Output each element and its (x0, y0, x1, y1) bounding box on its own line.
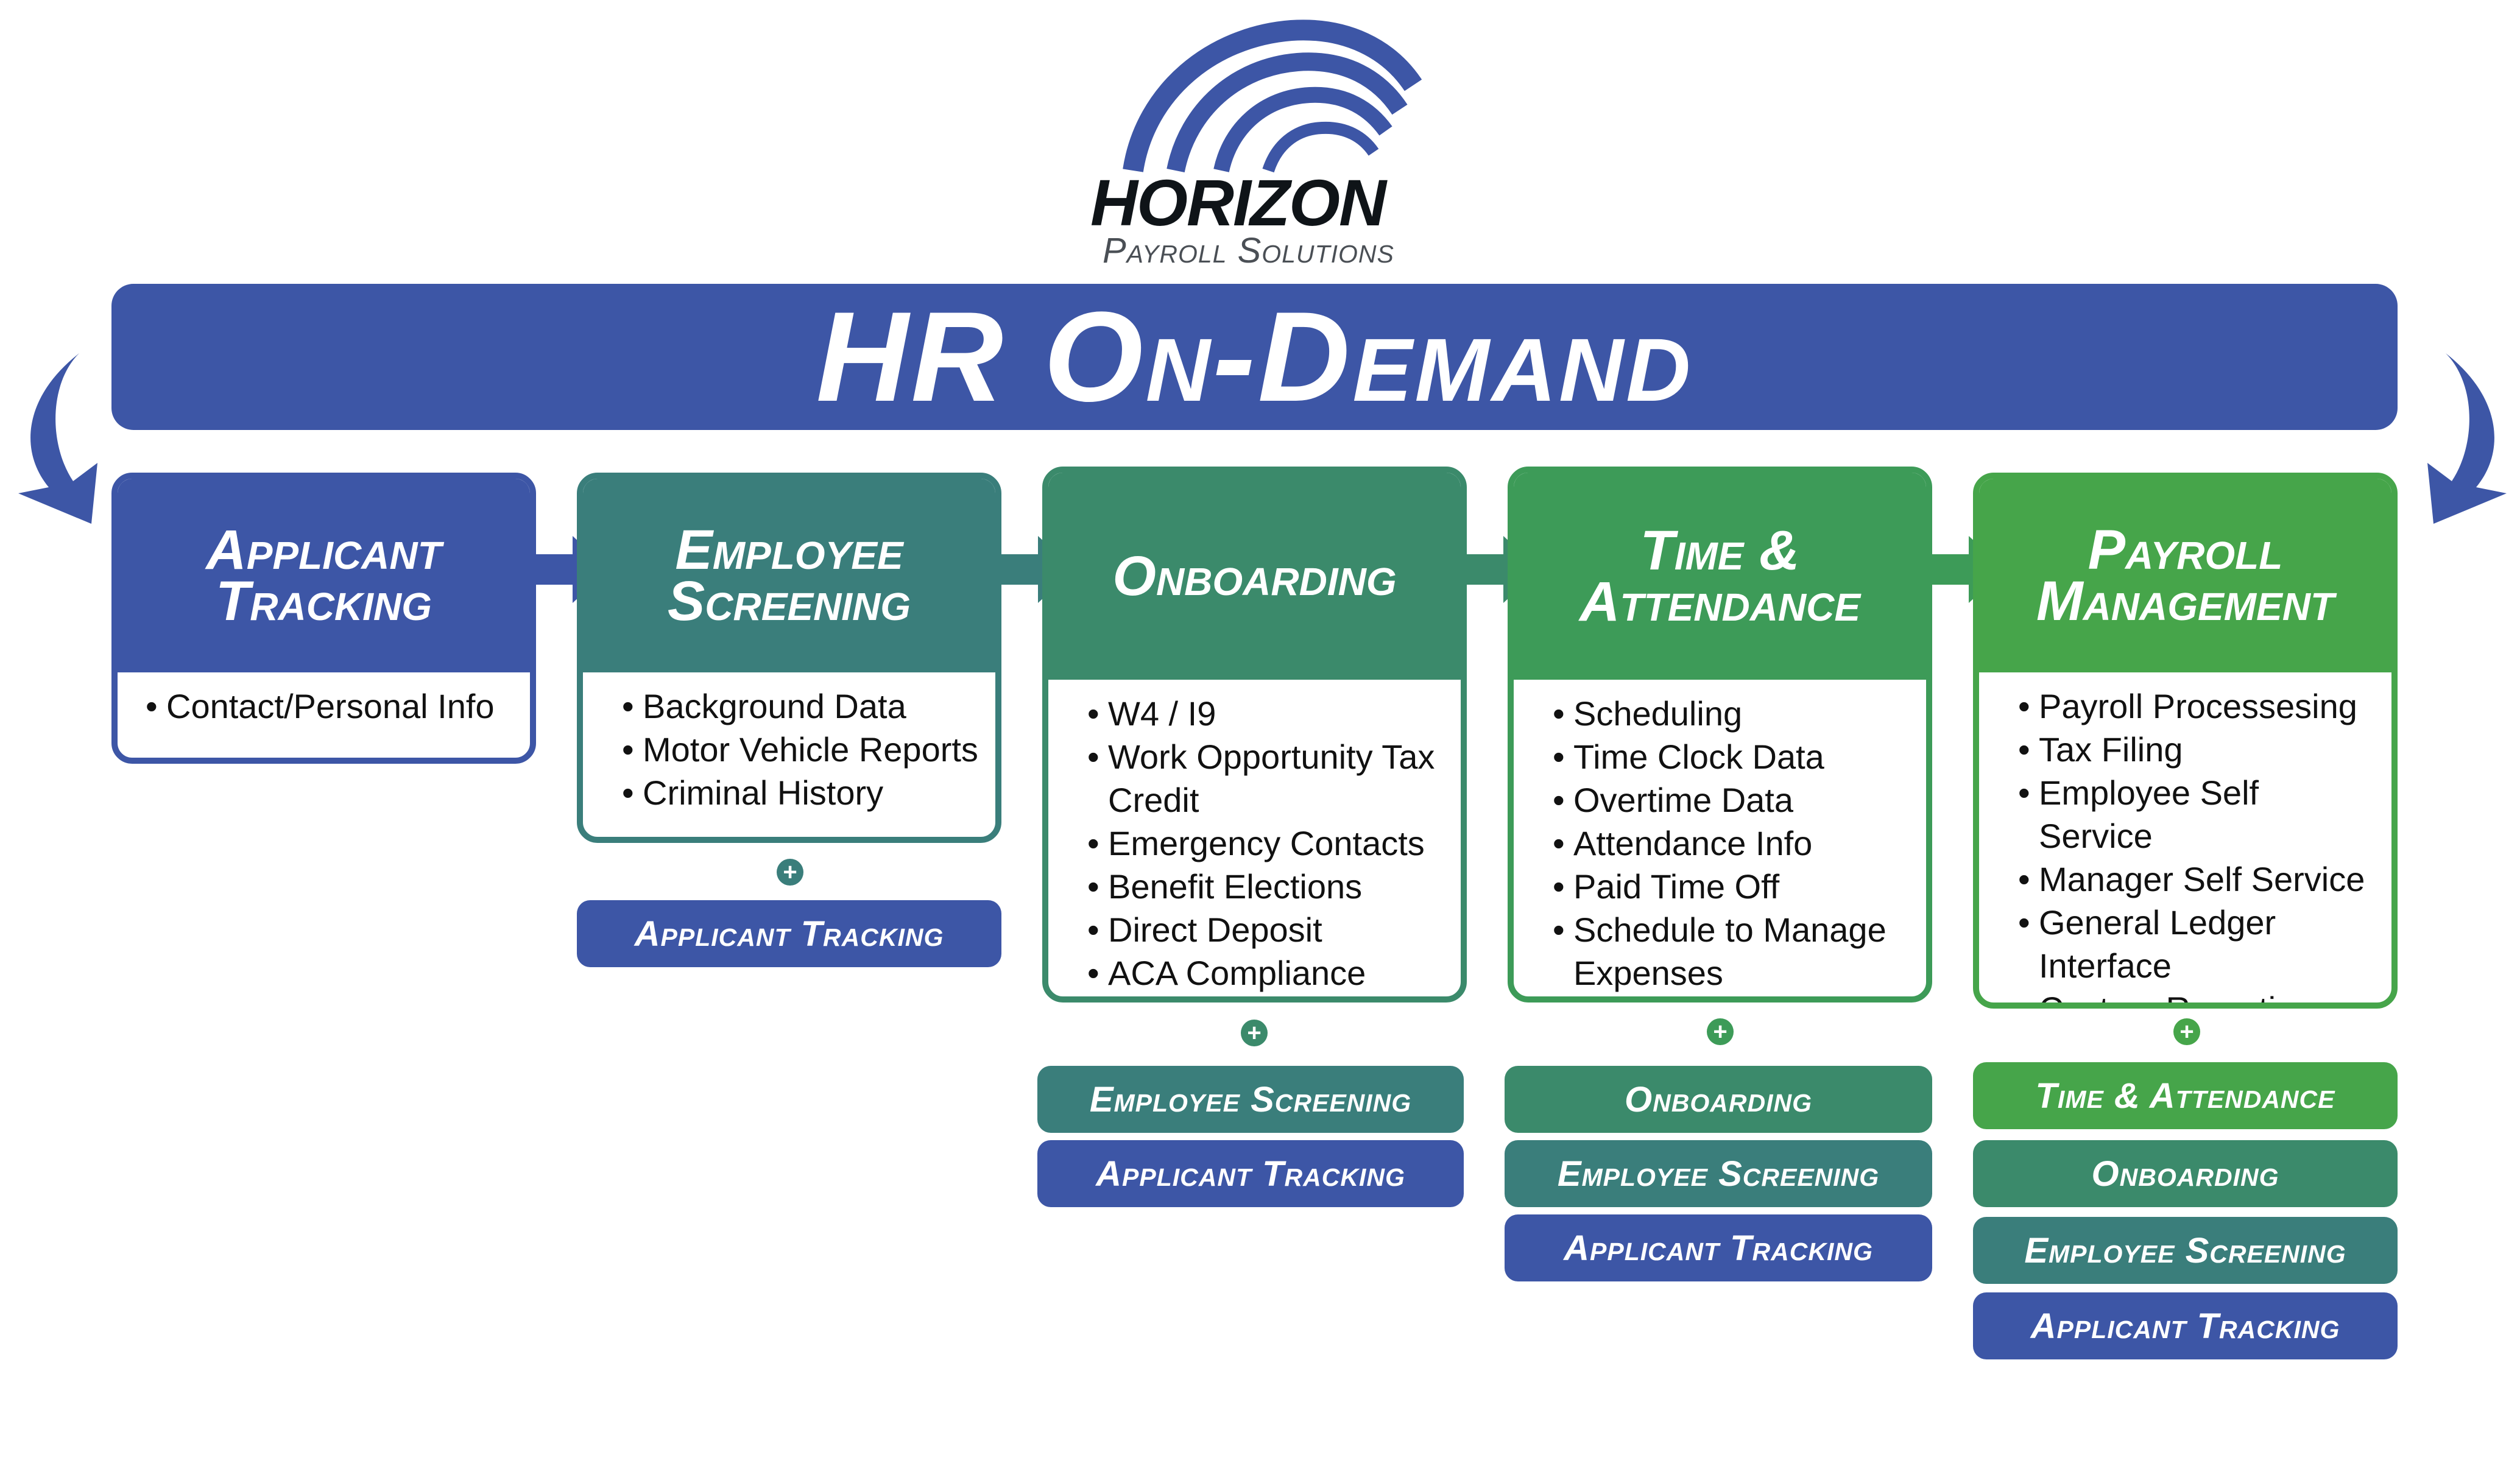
plus-icon: + (1241, 1020, 1268, 1046)
stage-items: Scheduling Time Clock Data Overtime Data… (1514, 680, 1926, 996)
list-item: Custom Reporting (2018, 987, 2379, 1003)
stage-time-attendance: Time &Attendance Scheduling Time Clock D… (1508, 467, 1932, 1003)
list-item: Manager Self Service (2018, 858, 2379, 901)
banner-title: HR On-Demand (816, 285, 1693, 428)
list-item: Emergency Contacts (1087, 822, 1449, 865)
stage-items: W4 / I9 Work Opportunity Tax Credit Emer… (1048, 680, 1461, 996)
list-item: Schedule to Manage Expenses (1553, 908, 1914, 995)
included-module-time-attendance: Time & Attendance (1973, 1062, 2398, 1129)
stage-onboarding: Onboarding W4 / I9 Work Opportunity Tax … (1042, 467, 1467, 1003)
plus-icon: + (1707, 1018, 1734, 1045)
plus-icon: + (2173, 1018, 2200, 1045)
included-module-employee-screening: Employee Screening (1505, 1140, 1932, 1207)
list-item: Motor Vehicle Reports (622, 728, 983, 771)
included-module-onboarding: Onboarding (1973, 1140, 2398, 1207)
list-item: Tax Filing (2018, 728, 2379, 771)
list-item: Scheduling (1553, 692, 1914, 735)
list-item: Employee Self Service (2018, 771, 2379, 858)
stage-title: Onboarding (1048, 473, 1461, 680)
logo-wordmark: HORIZON (1090, 166, 1386, 239)
list-item: W4 / I9 (1087, 692, 1449, 735)
list-item: General Ledger Interface (2018, 901, 2379, 987)
list-item: Contact/Personal Info (146, 685, 518, 728)
logo-subtitle: Payroll Solutions (1103, 231, 1394, 270)
plus-icon: + (777, 859, 803, 886)
included-module-onboarding: Onboarding (1505, 1066, 1932, 1133)
stage-title: Time &Attendance (1514, 473, 1926, 680)
list-item: ACA Compliance (1087, 951, 1449, 995)
stage-items: Payroll Processesing Tax Filing Employee… (1979, 672, 2391, 1003)
horizon-logo: HORIZON Payroll Solutions (1090, 18, 1431, 270)
stage-items: Background Data Motor Vehicle Reports Cr… (583, 672, 995, 820)
included-module-applicant-tracking: Applicant Tracking (577, 900, 1001, 967)
list-item: Attendance Info (1553, 822, 1914, 865)
list-item: Background Data (622, 685, 983, 728)
included-module-applicant-tracking: Applicant Tracking (1037, 1140, 1464, 1207)
list-item: Benefit Elections (1087, 865, 1449, 908)
included-module-employee-screening: Employee Screening (1037, 1066, 1464, 1133)
included-module-applicant-tracking: Applicant Tracking (1973, 1292, 2398, 1359)
list-item: Overtime Data (1553, 778, 1914, 822)
list-item: Criminal History (622, 771, 983, 814)
stage-items: Contact/Personal Info (118, 672, 530, 734)
curved-arrow-left-icon (18, 353, 97, 524)
list-item: Payroll Processesing (2018, 685, 2379, 728)
list-item: Direct Deposit (1087, 908, 1449, 951)
included-module-employee-screening: Employee Screening (1973, 1217, 2398, 1284)
list-item: Time Clock Data (1553, 735, 1914, 778)
list-item: Work Opportunity Tax Credit (1087, 735, 1449, 822)
list-item: Paid Time Off (1553, 865, 1914, 908)
included-module-applicant-tracking: Applicant Tracking (1505, 1214, 1932, 1281)
horizon-arcs-icon (1123, 19, 1422, 173)
hr-on-demand-banner: HR On-Demand (111, 284, 2398, 430)
curved-arrow-right-icon (2427, 353, 2507, 524)
